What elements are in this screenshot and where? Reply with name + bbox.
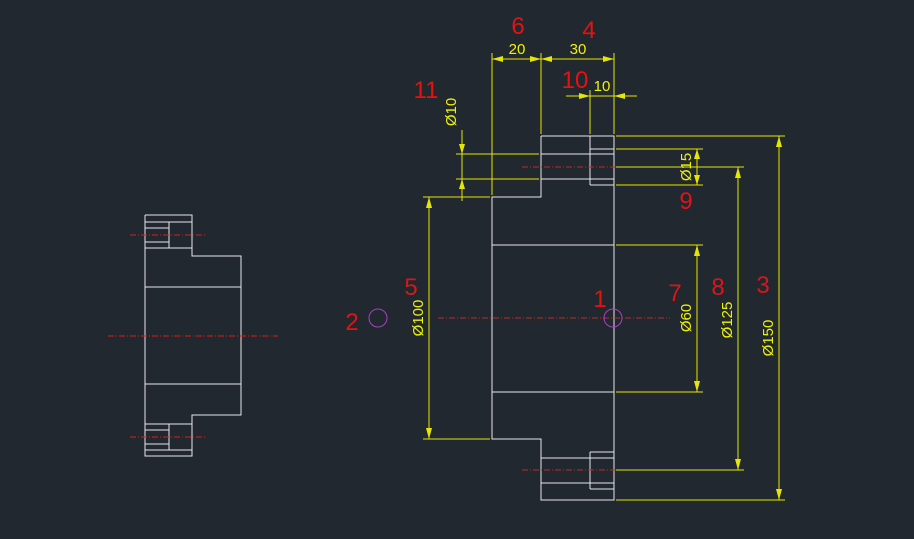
dim-150-arrow-bottom [776,489,782,500]
dim-10-arrow-bottom [459,179,465,189]
dimension-texts: Ø150 Ø125 Ø60 Ø15 Ø100 Ø10 20 30 10 [410,41,777,356]
callout-3: 3 [756,272,769,299]
dim-150-arrow-top [776,136,782,147]
dim-len10-text: 10 [594,78,611,95]
dim-100-text: Ø100 [410,300,427,337]
dim-125-arrow-top [735,167,741,178]
callout-2: 2 [345,309,358,336]
dim-10-arrow-top [459,144,465,154]
callout-8: 8 [711,274,724,301]
dim-15-arrow-top [694,149,700,159]
dim-len10-arrow-left [579,93,590,99]
dim-100-arrow-bottom [426,428,432,439]
dim-10-text: Ø10 [443,98,460,126]
dim-len10-arrow-right [614,93,625,99]
dim-60-text: Ø60 [678,304,695,332]
callout-10: 10 [562,67,589,94]
dim-125-text: Ø125 [719,302,736,339]
left-view-outline [144,214,242,457]
point-marker-2 [368,308,388,328]
dim-125-arrow-bottom [735,459,741,470]
dim-30-arrow-right [603,56,614,62]
callout-11: 11 [414,77,439,104]
dim-20-arrow-right [530,56,541,62]
dim-20-text: 20 [509,41,526,58]
dim-60-arrow-top [694,245,700,256]
callout-numbers: 1 2 3 4 5 6 7 8 9 10 11 [345,13,769,336]
dim-150-text: Ø150 [760,320,777,357]
callout-5: 5 [404,274,417,301]
dim-20-arrow-left [492,56,503,62]
dimension-lines [423,53,785,501]
callout-9: 9 [679,188,692,215]
callout-1: 1 [593,286,606,313]
left-section-view [108,214,278,457]
callout-6: 6 [511,13,524,40]
dim-30-text: 30 [570,41,587,58]
main-view-outline [491,135,615,501]
callout-7: 7 [668,280,681,307]
dim-30-arrow-left [541,56,552,62]
dim-15-arrow-bottom [694,175,700,185]
dim-100-arrow-top [426,197,432,208]
main-section-view [438,135,670,501]
dim-60-arrow-bottom [694,381,700,392]
dim-15-text: Ø15 [678,153,695,181]
callout-4: 4 [582,17,595,44]
point-marker-1 [603,308,623,328]
